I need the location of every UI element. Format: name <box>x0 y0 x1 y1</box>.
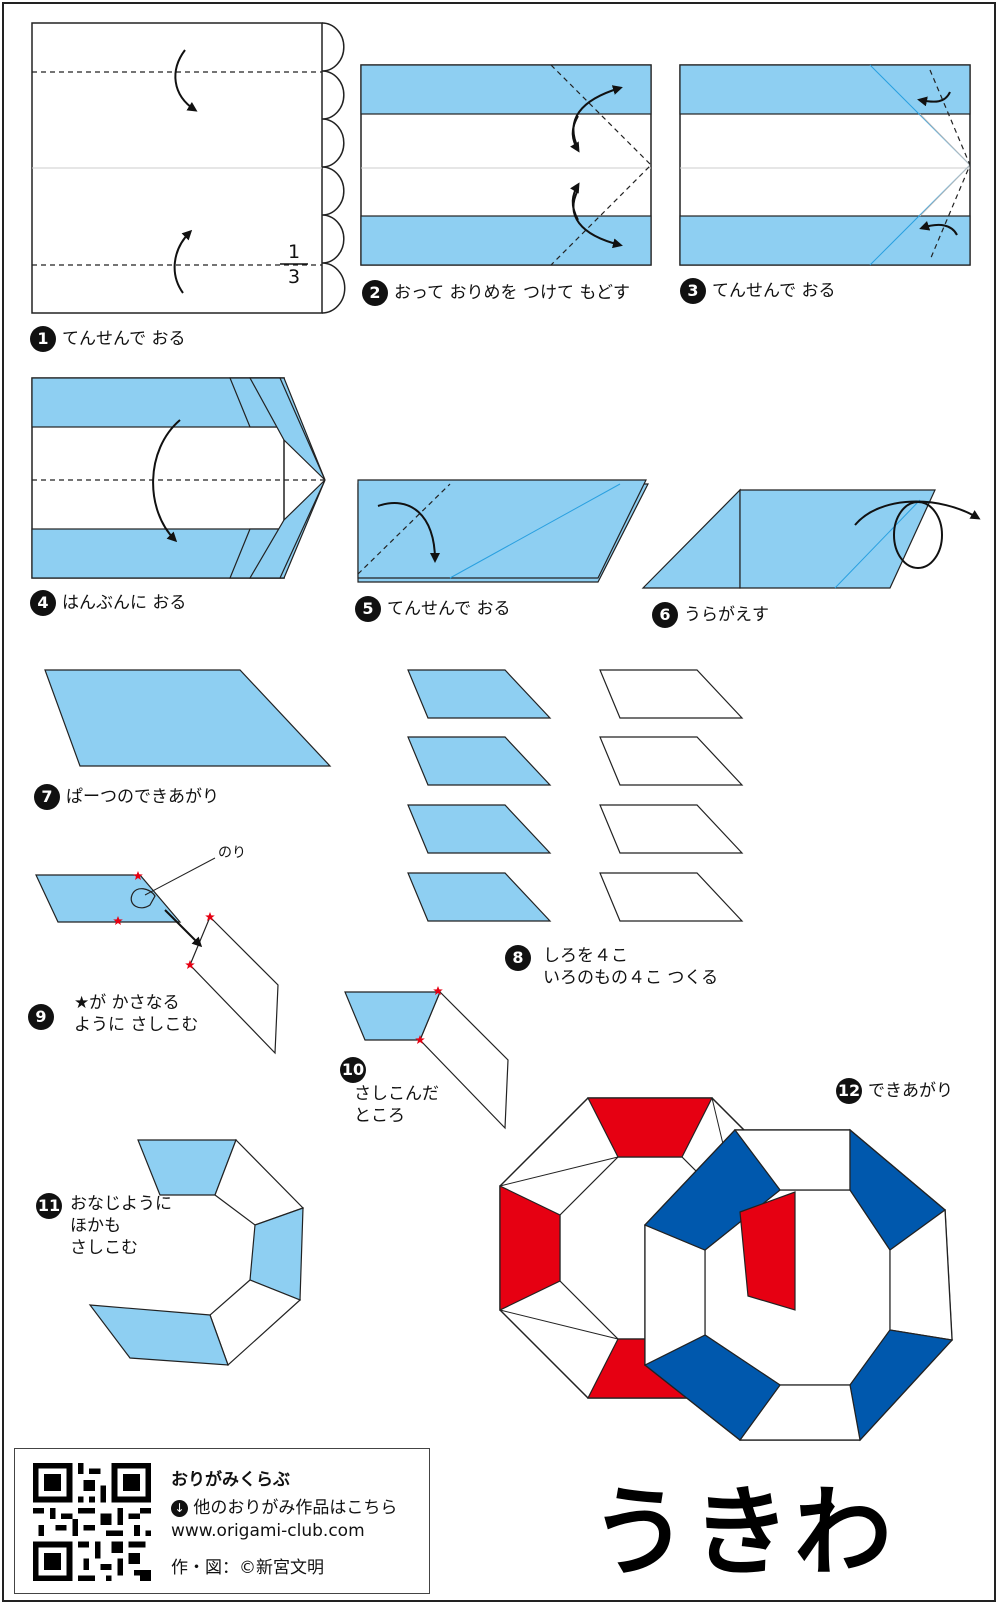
step3-diagram <box>679 64 971 266</box>
page-title: うきわ <box>590 1476 897 1590</box>
step1-number: 1 <box>30 326 56 352</box>
step3-label: 3 てんせんで おる <box>680 278 836 304</box>
step9-number: 9 <box>28 1004 54 1030</box>
arrow-down-circle-icon: ↓ <box>171 1499 188 1517</box>
step7-label: 7 ぱーつのできあがり <box>34 784 219 810</box>
step9-text-line2: ように さしこむ <box>74 1015 199 1035</box>
step11-text-line2: ほかも <box>70 1216 121 1236</box>
qr-code-icon[interactable] <box>33 1463 151 1581</box>
step12-text: できあがり <box>868 1081 953 1101</box>
step11-number: 11 <box>36 1193 62 1219</box>
step11-text-line3: さしこむ <box>70 1238 138 1258</box>
step7-part <box>44 669 332 767</box>
fraction-numerator: 1 <box>288 241 301 263</box>
step1-label: 1 てんせんで おる <box>30 326 186 352</box>
step6-text: うらがえす <box>684 605 769 625</box>
step8-text-line2: いろのもの４こ つくる <box>543 968 719 988</box>
step8-parts <box>407 669 744 922</box>
site-link[interactable]: ↓ 他のおりがみ作品はこちら <box>171 1493 397 1518</box>
step5-text: てんせんで おる <box>387 599 511 619</box>
step9-diagram <box>35 857 279 1055</box>
info-box: おりがみくらぶ ↓ 他のおりがみ作品はこちら www.origami-club.… <box>14 1448 430 1594</box>
step11-text-line1: おなじように <box>70 1194 172 1214</box>
step2-diagram <box>360 64 652 266</box>
site-url[interactable]: www.origami-club.com <box>171 1521 365 1541</box>
step4-label: 4 はんぶんに おる <box>30 590 186 616</box>
site-name: おりがみくらぶ <box>171 1470 290 1490</box>
step2-label: 2 おって おりめを つけて もどす <box>362 280 630 306</box>
step8-text-line1: しろを４こ <box>543 946 628 966</box>
step5-number: 5 <box>355 596 381 622</box>
step12-rings <box>499 1097 954 1442</box>
step8-label: 8 しろを４こ いろのもの４こ つくる <box>505 945 718 989</box>
step6-label: 6 うらがえす <box>652 602 769 628</box>
step12-number: 12 <box>836 1078 862 1104</box>
step4-number: 4 <box>30 590 56 616</box>
site-link-text: 他のおりがみ作品はこちら <box>193 1498 398 1518</box>
step3-text: てんせんで おる <box>712 281 836 301</box>
step10-number: 10 <box>340 1057 366 1083</box>
step11-label: 11 おなじように ほかも さしこむ <box>36 1193 172 1259</box>
step4-text: はんぶんに おる <box>62 593 187 613</box>
step9-label: 9 ★が かさなる ように さしこむ <box>28 992 198 1036</box>
step4-diagram <box>31 377 326 579</box>
step3-number: 3 <box>680 278 706 304</box>
step2-number: 2 <box>362 280 388 306</box>
step9-text-line1: ★が かさなる <box>74 993 180 1013</box>
step10-text-line1: さしこんだ <box>354 1084 439 1104</box>
step11-diagram <box>88 1138 305 1367</box>
step1-diagram <box>31 22 346 314</box>
step5-diagram <box>357 479 649 583</box>
step7-text: ぱーつのできあがり <box>66 787 219 807</box>
step2-text: おって おりめを つけて もどす <box>394 283 631 303</box>
step10-diagram <box>344 986 509 1130</box>
step5-label: 5 てんせんで おる <box>355 596 511 622</box>
step10-text-line2: ところ <box>354 1106 405 1126</box>
step1-text: てんせんで おる <box>62 329 186 349</box>
glue-label: のり <box>218 845 246 861</box>
step7-number: 7 <box>34 784 60 810</box>
step10-label: 10 さしこんだ ところ <box>340 1057 439 1127</box>
credit: 作・図：©新宮文明 <box>171 1558 324 1578</box>
step8-number: 8 <box>505 945 531 971</box>
step6-diagram <box>641 488 981 589</box>
step12-label: 12 できあがり <box>836 1078 953 1104</box>
step6-number: 6 <box>652 602 678 628</box>
fraction-denominator: 3 <box>288 266 301 288</box>
